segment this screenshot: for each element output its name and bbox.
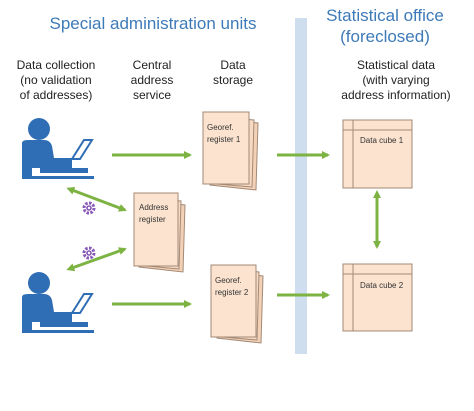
arrow-collection1-address-register [66,186,127,212]
data-cube-2: Data cube 2 [342,263,413,332]
section-separator [295,18,307,354]
gear-icon [82,201,96,215]
label-data-collection-line3: of addresses) [19,88,93,102]
label-statistical-data-line1: Statistical data [356,58,436,72]
right-section-title-line2: (foreclosed) [340,27,430,46]
label-data-storage-line2: storage [212,73,254,87]
left-section-title: Special administration units [49,14,257,33]
arrow-collection2-address-register [66,247,127,272]
person-at-laptop-icon [22,118,94,179]
georef2-label-line1: Georef. [215,276,242,285]
label-statistical-data-line2: (with varying [362,73,430,87]
label-data-collection-line1: Data collection [16,58,96,72]
data-cube-1-label: Data cube 1 [360,136,404,145]
address-register-label-line1: Address [139,203,168,212]
georef2-label-line2: register 2 [215,288,249,297]
label-central-address-service: Central address service [114,58,190,103]
label-central-address-line2: address [130,73,174,87]
label-data-storage-line1: Data [220,58,246,72]
right-section-title-line1: Statistical office [326,6,444,25]
label-data-collection-line2: (no validation [20,73,92,87]
document-georef-register-2: Georef. register 2 [210,264,264,344]
label-central-address-line1: Central [132,58,172,72]
label-data-collection: Data collection (no validation of addres… [4,58,108,103]
label-central-address-line3: service [132,88,171,102]
data-cube-1: Data cube 1 [342,119,413,189]
georef1-label-line1: Georef. [207,123,234,132]
label-data-storage: Data storage [198,58,268,88]
label-statistical-data-line3: address information) [341,88,451,102]
document-georef-register-1: Georef. register 1 [202,111,259,191]
person-at-laptop-icon [22,272,94,333]
data-cube-2-label: Data cube 2 [360,281,404,290]
address-register-label-line2: register [139,215,166,224]
gear-icon [82,246,96,260]
document-address-register: Address register [133,192,186,273]
georef1-label-line2: register 1 [207,135,241,144]
label-statistical-data: Statistical data (with varying address i… [326,58,466,103]
